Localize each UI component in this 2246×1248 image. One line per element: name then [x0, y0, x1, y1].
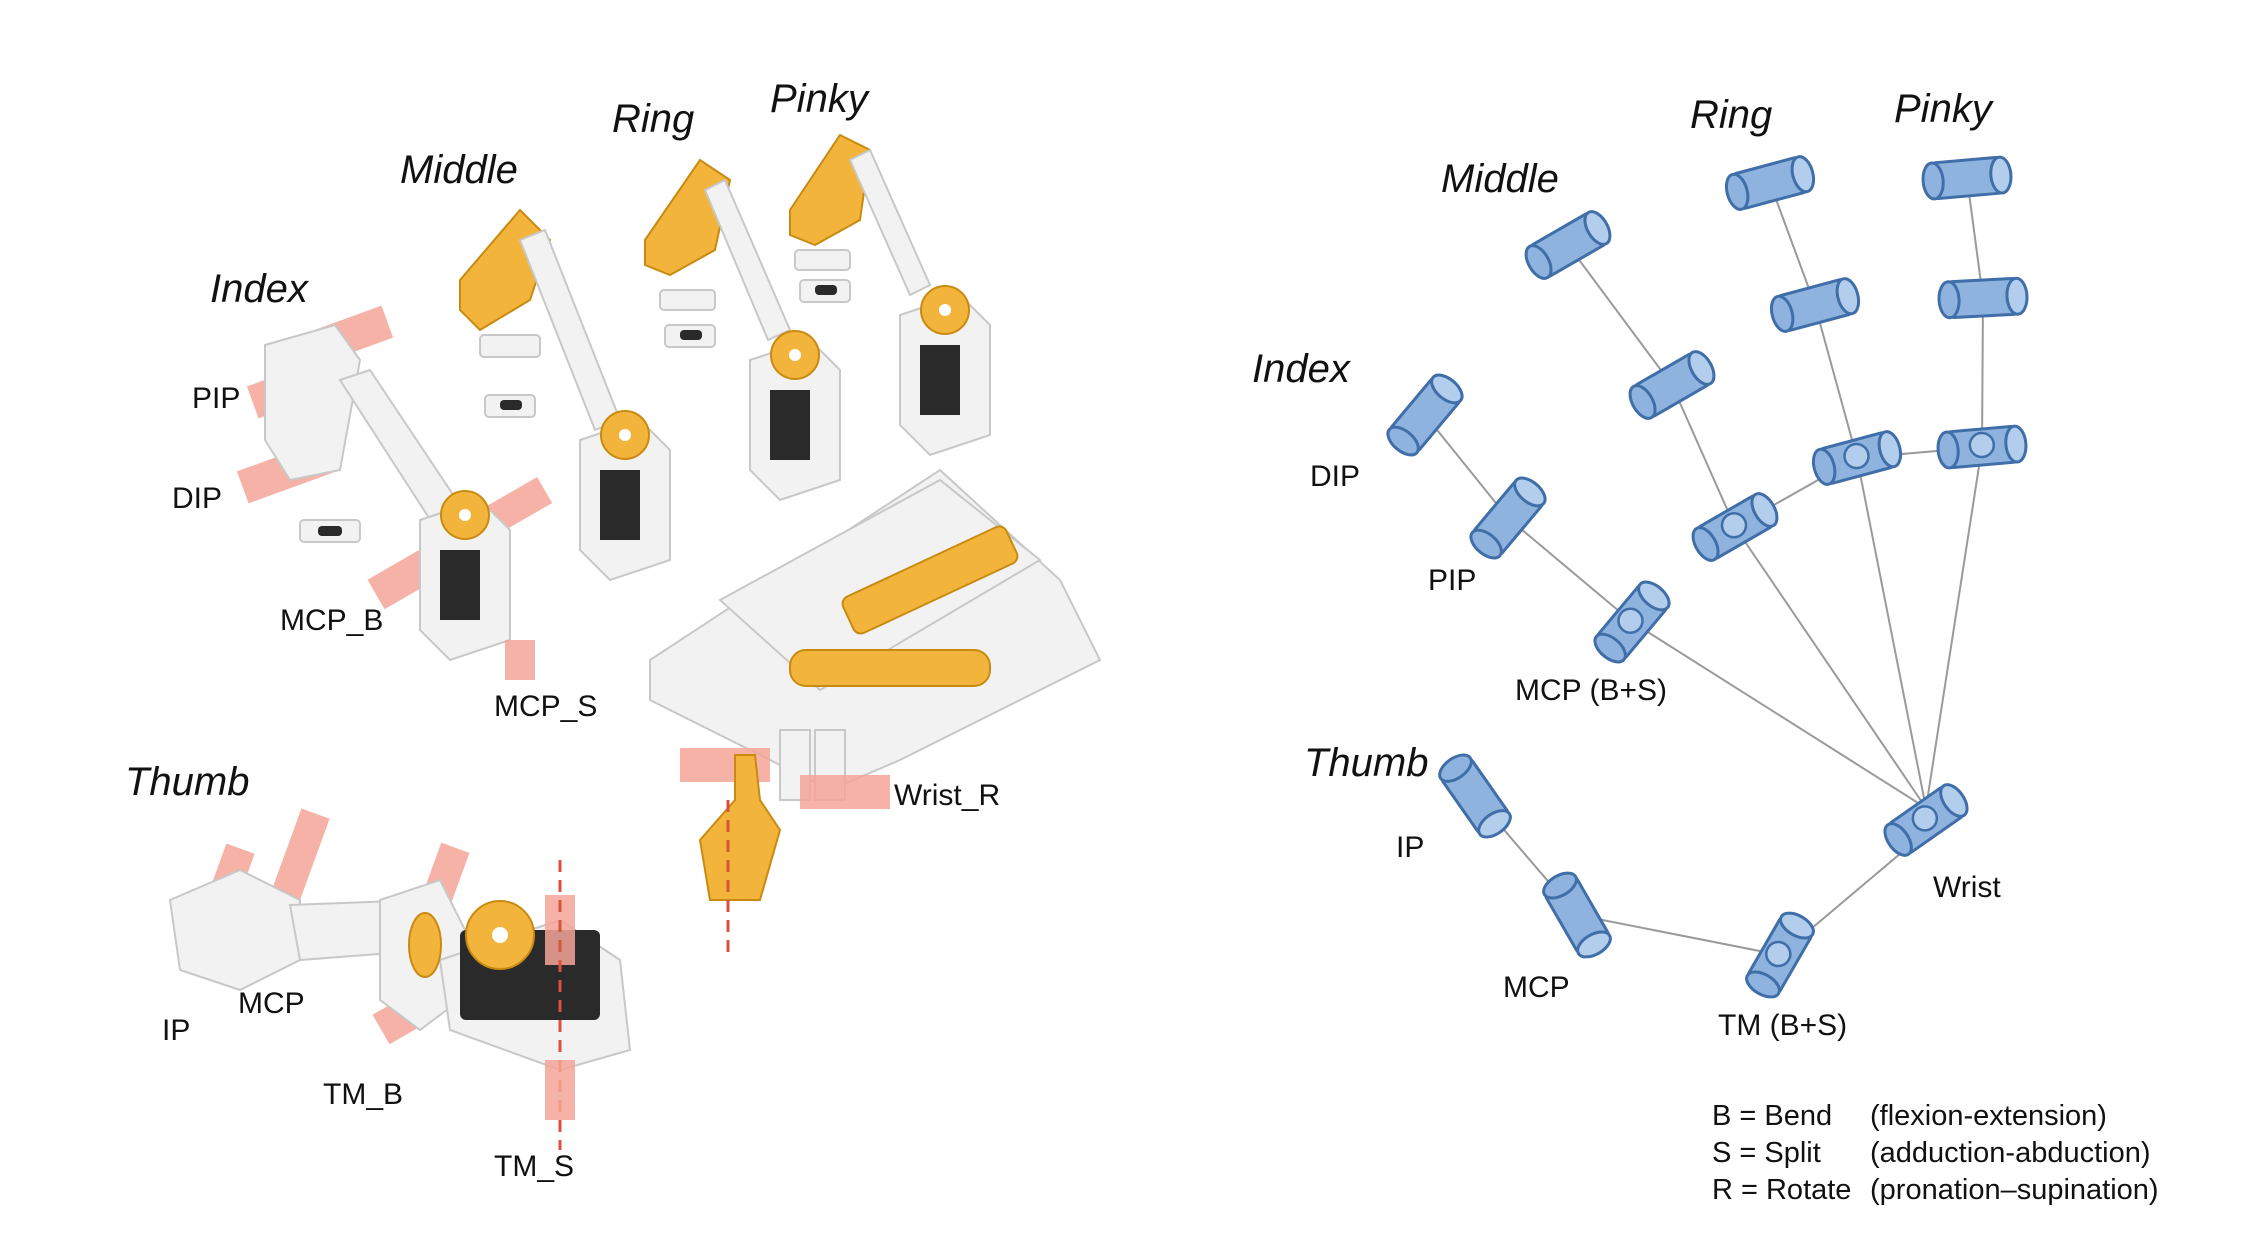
left-label-wrist-r: Wrist_R: [894, 779, 1000, 812]
legend-desc: (adduction-abduction): [1870, 1137, 2151, 1169]
joint-pinky-pip: [1936, 276, 2030, 320]
joint-thumb-mcp: [1537, 866, 1617, 964]
left-label-mcp-s: MCP_S: [494, 690, 597, 723]
joint-ring-pip: [1766, 274, 1864, 336]
joint-thumb-ip: [1433, 748, 1517, 844]
joint-ring-mcp: [1808, 427, 1906, 489]
left-label-mcp-b: MCP_B: [280, 604, 383, 637]
right-title-thumb: Thumb: [1304, 741, 1429, 785]
left-title-pinky: Pinky: [770, 77, 871, 121]
right-label-thumb-mcp: MCP: [1503, 971, 1570, 1004]
left-title-ring: Ring: [612, 97, 694, 141]
left-label-dip: DIP: [172, 482, 222, 515]
joint-ring-dip: [1721, 152, 1819, 214]
left-title-thumb: Thumb: [125, 760, 250, 804]
joint-middle-mcp: [1686, 487, 1784, 567]
left-label-tm-s: TM_S: [494, 1150, 574, 1183]
joint-index-pip: [1464, 471, 1552, 565]
left-panel-mechanical-render: Index Middle Ring Pinky Thumb PIP DIP MC…: [125, 77, 1102, 1183]
left-label-pip: PIP: [192, 382, 240, 415]
joint-middle-pip: [1623, 345, 1721, 425]
legend-key: R = Rotate: [1712, 1174, 1851, 1206]
legend-desc: (pronation–supination): [1870, 1174, 2159, 1206]
right-title-pinky: Pinky: [1894, 87, 1995, 131]
joint-index-dip: [1381, 368, 1469, 462]
palm-base-plate: [649, 468, 1102, 960]
right-label-thumb-ip: IP: [1396, 831, 1424, 864]
right-label-pip: PIP: [1428, 564, 1476, 597]
right-label-tm: TM (B+S): [1718, 1009, 1847, 1042]
left-title-middle: Middle: [400, 148, 518, 192]
legend-key: S = Split: [1712, 1137, 1821, 1169]
thumb-assembly: [168, 808, 632, 1150]
joint-middle-dip: [1519, 205, 1617, 285]
left-label-thumb-ip: IP: [162, 1014, 190, 1047]
legend-key: B = Bend: [1712, 1100, 1832, 1132]
joint-thumb-tm: [1740, 906, 1820, 1004]
right-label-mcp: MCP (B+S): [1515, 674, 1667, 707]
right-title-index: Index: [1252, 347, 1352, 391]
joint-wrist: [1878, 778, 1974, 862]
right-panel-kinematic-diagram: Index Middle Ring Pinky Thumb DIP PIP MC…: [1252, 87, 2159, 1206]
joint-index-mcp: [1588, 575, 1676, 669]
pinky-finger-assembly: [789, 133, 991, 456]
right-title-middle: Middle: [1441, 157, 1559, 201]
joint-pinky-mcp: [1935, 423, 2029, 471]
legend: B = Bend (flexion-extension) S = Split (…: [1712, 1100, 2159, 1206]
right-label-dip: DIP: [1310, 460, 1360, 493]
ring-finger-assembly: [644, 158, 841, 501]
right-label-wrist: Wrist: [1933, 871, 2001, 904]
left-title-index: Index: [210, 267, 310, 311]
left-label-thumb-mcp: MCP: [238, 987, 305, 1020]
index-finger-assembly: [236, 305, 553, 680]
right-title-ring: Ring: [1690, 93, 1772, 137]
joint-pinky-dip: [1920, 154, 2014, 202]
middle-finger-assembly: [459, 208, 671, 581]
legend-desc: (flexion-extension): [1870, 1100, 2107, 1132]
left-label-tm-b: TM_B: [323, 1078, 403, 1111]
